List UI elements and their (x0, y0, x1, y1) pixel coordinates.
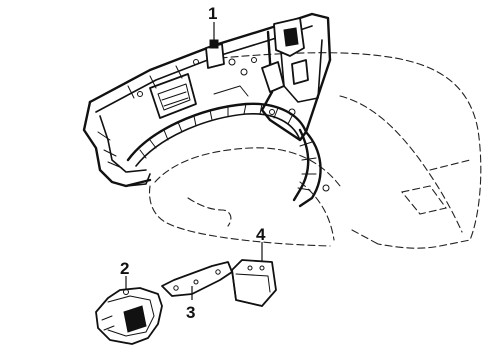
callout-3: 3 (186, 303, 195, 322)
callout-1: 1 (208, 4, 217, 23)
fender-outline (148, 52, 482, 249)
callout-2: 2 (120, 259, 129, 278)
part-3-bracket (161, 261, 233, 297)
part-4-shield-plate (231, 259, 277, 307)
part-2-splash-shield (95, 287, 163, 345)
callout-4: 4 (256, 225, 266, 244)
leader-lines (125, 22, 263, 300)
inner-fender-apron (82, 12, 332, 208)
